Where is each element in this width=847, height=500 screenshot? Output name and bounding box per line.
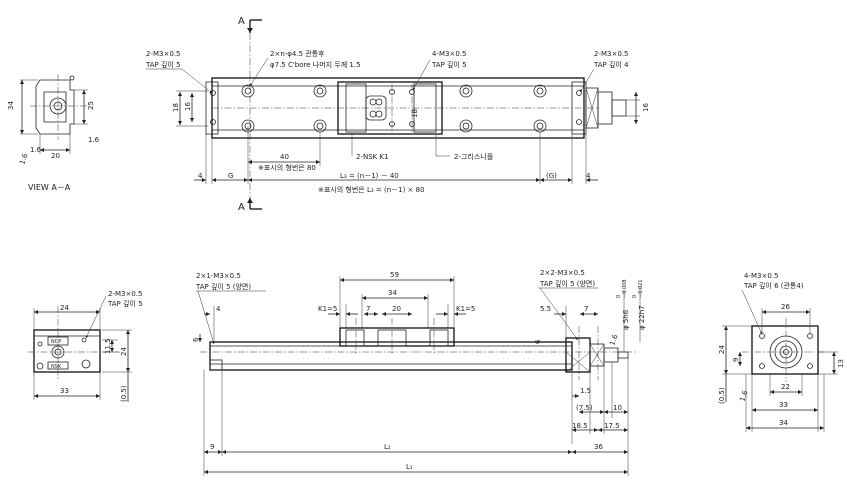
top-callout-mid-2: TAP 깊이 5 bbox=[431, 60, 467, 69]
end-dim-9: 9 bbox=[732, 358, 740, 362]
side-dim-7-left: 7 bbox=[366, 305, 370, 313]
end-callout-1: 4-M3×0.5 bbox=[744, 272, 778, 280]
top-note-l3: ※표시의 형번은 L₃ = (n－1) × 80 bbox=[318, 185, 425, 194]
top-dim-l3: L₃ = (n－1) － 40 bbox=[340, 172, 399, 180]
side-callout-left-2: TAP 깊이 5 (양면) bbox=[195, 282, 251, 291]
top-note-80: ※표시의 형번은 80 bbox=[258, 163, 316, 172]
aa-dim-1-6-b: 1.6 bbox=[30, 146, 42, 154]
side-dim-k1-right: K1=5 bbox=[456, 305, 475, 313]
top-dim-16-b: 16 bbox=[642, 103, 650, 112]
end-callout-2: TAP 깊이 6 (관통4) bbox=[743, 281, 804, 290]
side-dim-1-5: 1.5 bbox=[580, 387, 591, 395]
section-marker-top: A bbox=[238, 16, 262, 33]
top-callout-right-2: TAP 깊이 4 bbox=[593, 60, 629, 69]
end-dim-0-5: (0.5) bbox=[718, 387, 726, 404]
front-dim-24-top: 24 bbox=[60, 304, 69, 312]
end-dim-13: 13 bbox=[837, 359, 845, 368]
side-dim-l1: L₁ bbox=[406, 463, 413, 471]
side-dim-k1-left: K1=5 bbox=[318, 305, 337, 313]
top-callout-left-1: 2-M3×0.5 bbox=[146, 50, 180, 58]
front-dim-33: 33 bbox=[60, 387, 69, 395]
view-aa-caption: VIEW A－A bbox=[28, 183, 71, 192]
top-callout-hole-2: φ7.5 C'bore 나머지 두께 1.5 bbox=[270, 60, 361, 69]
side-dim-7-right: 7 bbox=[584, 305, 588, 313]
side-shaft-2-tol-upper: 0 bbox=[632, 295, 638, 298]
end-dim-33: 33 bbox=[779, 401, 788, 409]
aa-dim-1-6-a: 1.6 bbox=[18, 152, 30, 166]
front-view: NCP NSK 2-M3×0.5 TAP 깊이 5 24 11.5 24 33 … bbox=[28, 290, 143, 402]
aa-dim-20: 20 bbox=[51, 152, 60, 160]
front-callout-1: 2-M3×0.5 bbox=[108, 290, 142, 298]
aa-dim-25: 25 bbox=[87, 101, 95, 110]
section-marker-bottom: A bbox=[238, 198, 262, 213]
top-view: 2-M3×0.5 TAP 깊이 5 2×n-φ4.5 관통후 φ7.5 C'bo… bbox=[145, 49, 650, 194]
end-dim-22: 22 bbox=[781, 383, 790, 391]
top-dim-4-right: 4 bbox=[586, 172, 591, 180]
top-callout-left-2: TAP 깊이 5 bbox=[145, 60, 181, 69]
end-dim-26: 26 bbox=[781, 303, 790, 311]
end-dim-34: 34 bbox=[779, 419, 788, 427]
label-nsk: 2-NSK K1 bbox=[356, 153, 389, 161]
side-callout-right-2: TAP 깊이 5 (양면) bbox=[539, 279, 595, 288]
side-dim-18-5: 18.5 bbox=[572, 422, 588, 430]
side-dim-10: 10 bbox=[613, 404, 622, 412]
side-shaft-2-tol-lower: −0.021 bbox=[638, 279, 644, 298]
top-dim-16-a: 16 bbox=[184, 102, 192, 111]
end-view: 4-M3×0.5 TAP 깊이 6 (관통4) 26 24 9 13 22 33… bbox=[718, 272, 845, 432]
top-callout-hole-1: 2×n-φ4.5 관통후 bbox=[270, 49, 325, 58]
side-shaft-2: φ 22h7 bbox=[638, 305, 646, 330]
side-dim-20: 20 bbox=[392, 305, 401, 313]
end-dim-1-6: 1.6 bbox=[738, 389, 750, 403]
end-dim-24: 24 bbox=[718, 345, 726, 354]
top-dim-g-left: G bbox=[228, 172, 233, 180]
side-dim-36: 36 bbox=[594, 443, 603, 451]
side-dim-9: 9 bbox=[210, 443, 214, 451]
counterbore-holes bbox=[241, 84, 547, 133]
front-dim-24-side: 24 bbox=[120, 347, 128, 356]
side-shaft-1-tol-lower: −0.008 bbox=[622, 279, 628, 298]
view-aa: 34 25 20 1.6 1.6 1.6 VIEW A－A bbox=[7, 74, 100, 192]
side-shaft-1-tol-upper: 0 bbox=[616, 295, 622, 298]
side-view: 2×1-M3×0.5 TAP 깊이 5 (양면) 2×2-M3×0.5 TAP … bbox=[192, 269, 646, 476]
aa-dim-1-6-c: 1.6 bbox=[88, 136, 100, 144]
side-dim-l2: L₂ bbox=[384, 443, 391, 451]
side-shaft-1: φ 5h6 bbox=[622, 309, 630, 330]
side-dim-4: 4 bbox=[216, 305, 221, 313]
side-dim-6-right: 6 bbox=[534, 339, 542, 344]
side-callout-right-1: 2×2-M3×0.5 bbox=[540, 269, 585, 277]
front-callout-2: TAP 깊이 5 bbox=[107, 299, 143, 308]
side-dim-59: 59 bbox=[390, 271, 399, 279]
top-dim-4-left: 4 bbox=[198, 172, 203, 180]
top-dim-18-a: 18 bbox=[172, 103, 180, 112]
label-grease: 2-그리스니플 bbox=[454, 152, 494, 161]
top-dim-18-b: 18 bbox=[411, 109, 419, 118]
section-letter-bottom: A bbox=[238, 202, 245, 213]
top-callout-right-1: 2-M3×0.5 bbox=[594, 50, 628, 58]
side-dim-1-6: 1.6 bbox=[608, 333, 620, 347]
top-dim-g-right: (G) bbox=[546, 172, 557, 180]
side-dim-5-5: 5.5 bbox=[540, 305, 551, 313]
front-dim-0-5: (0.5) bbox=[120, 385, 128, 402]
aa-dim-34: 34 bbox=[7, 101, 15, 110]
front-badge-bottom: NSK bbox=[51, 364, 62, 370]
top-callout-mid-1: 4-M3×0.5 bbox=[432, 50, 466, 58]
side-dim-7-5: (7.5) bbox=[576, 404, 593, 412]
side-dim-6-left: 6 bbox=[192, 337, 200, 342]
section-letter-top: A bbox=[238, 16, 245, 27]
front-dim-11-5: 11.5 bbox=[104, 338, 112, 354]
side-dim-17-5: 17.5 bbox=[604, 422, 620, 430]
front-badge-top: NCP bbox=[51, 339, 61, 345]
top-dim-40: 40 bbox=[280, 153, 289, 161]
side-callout-left-1: 2×1-M3×0.5 bbox=[196, 272, 241, 280]
side-dim-34: 34 bbox=[388, 289, 397, 297]
